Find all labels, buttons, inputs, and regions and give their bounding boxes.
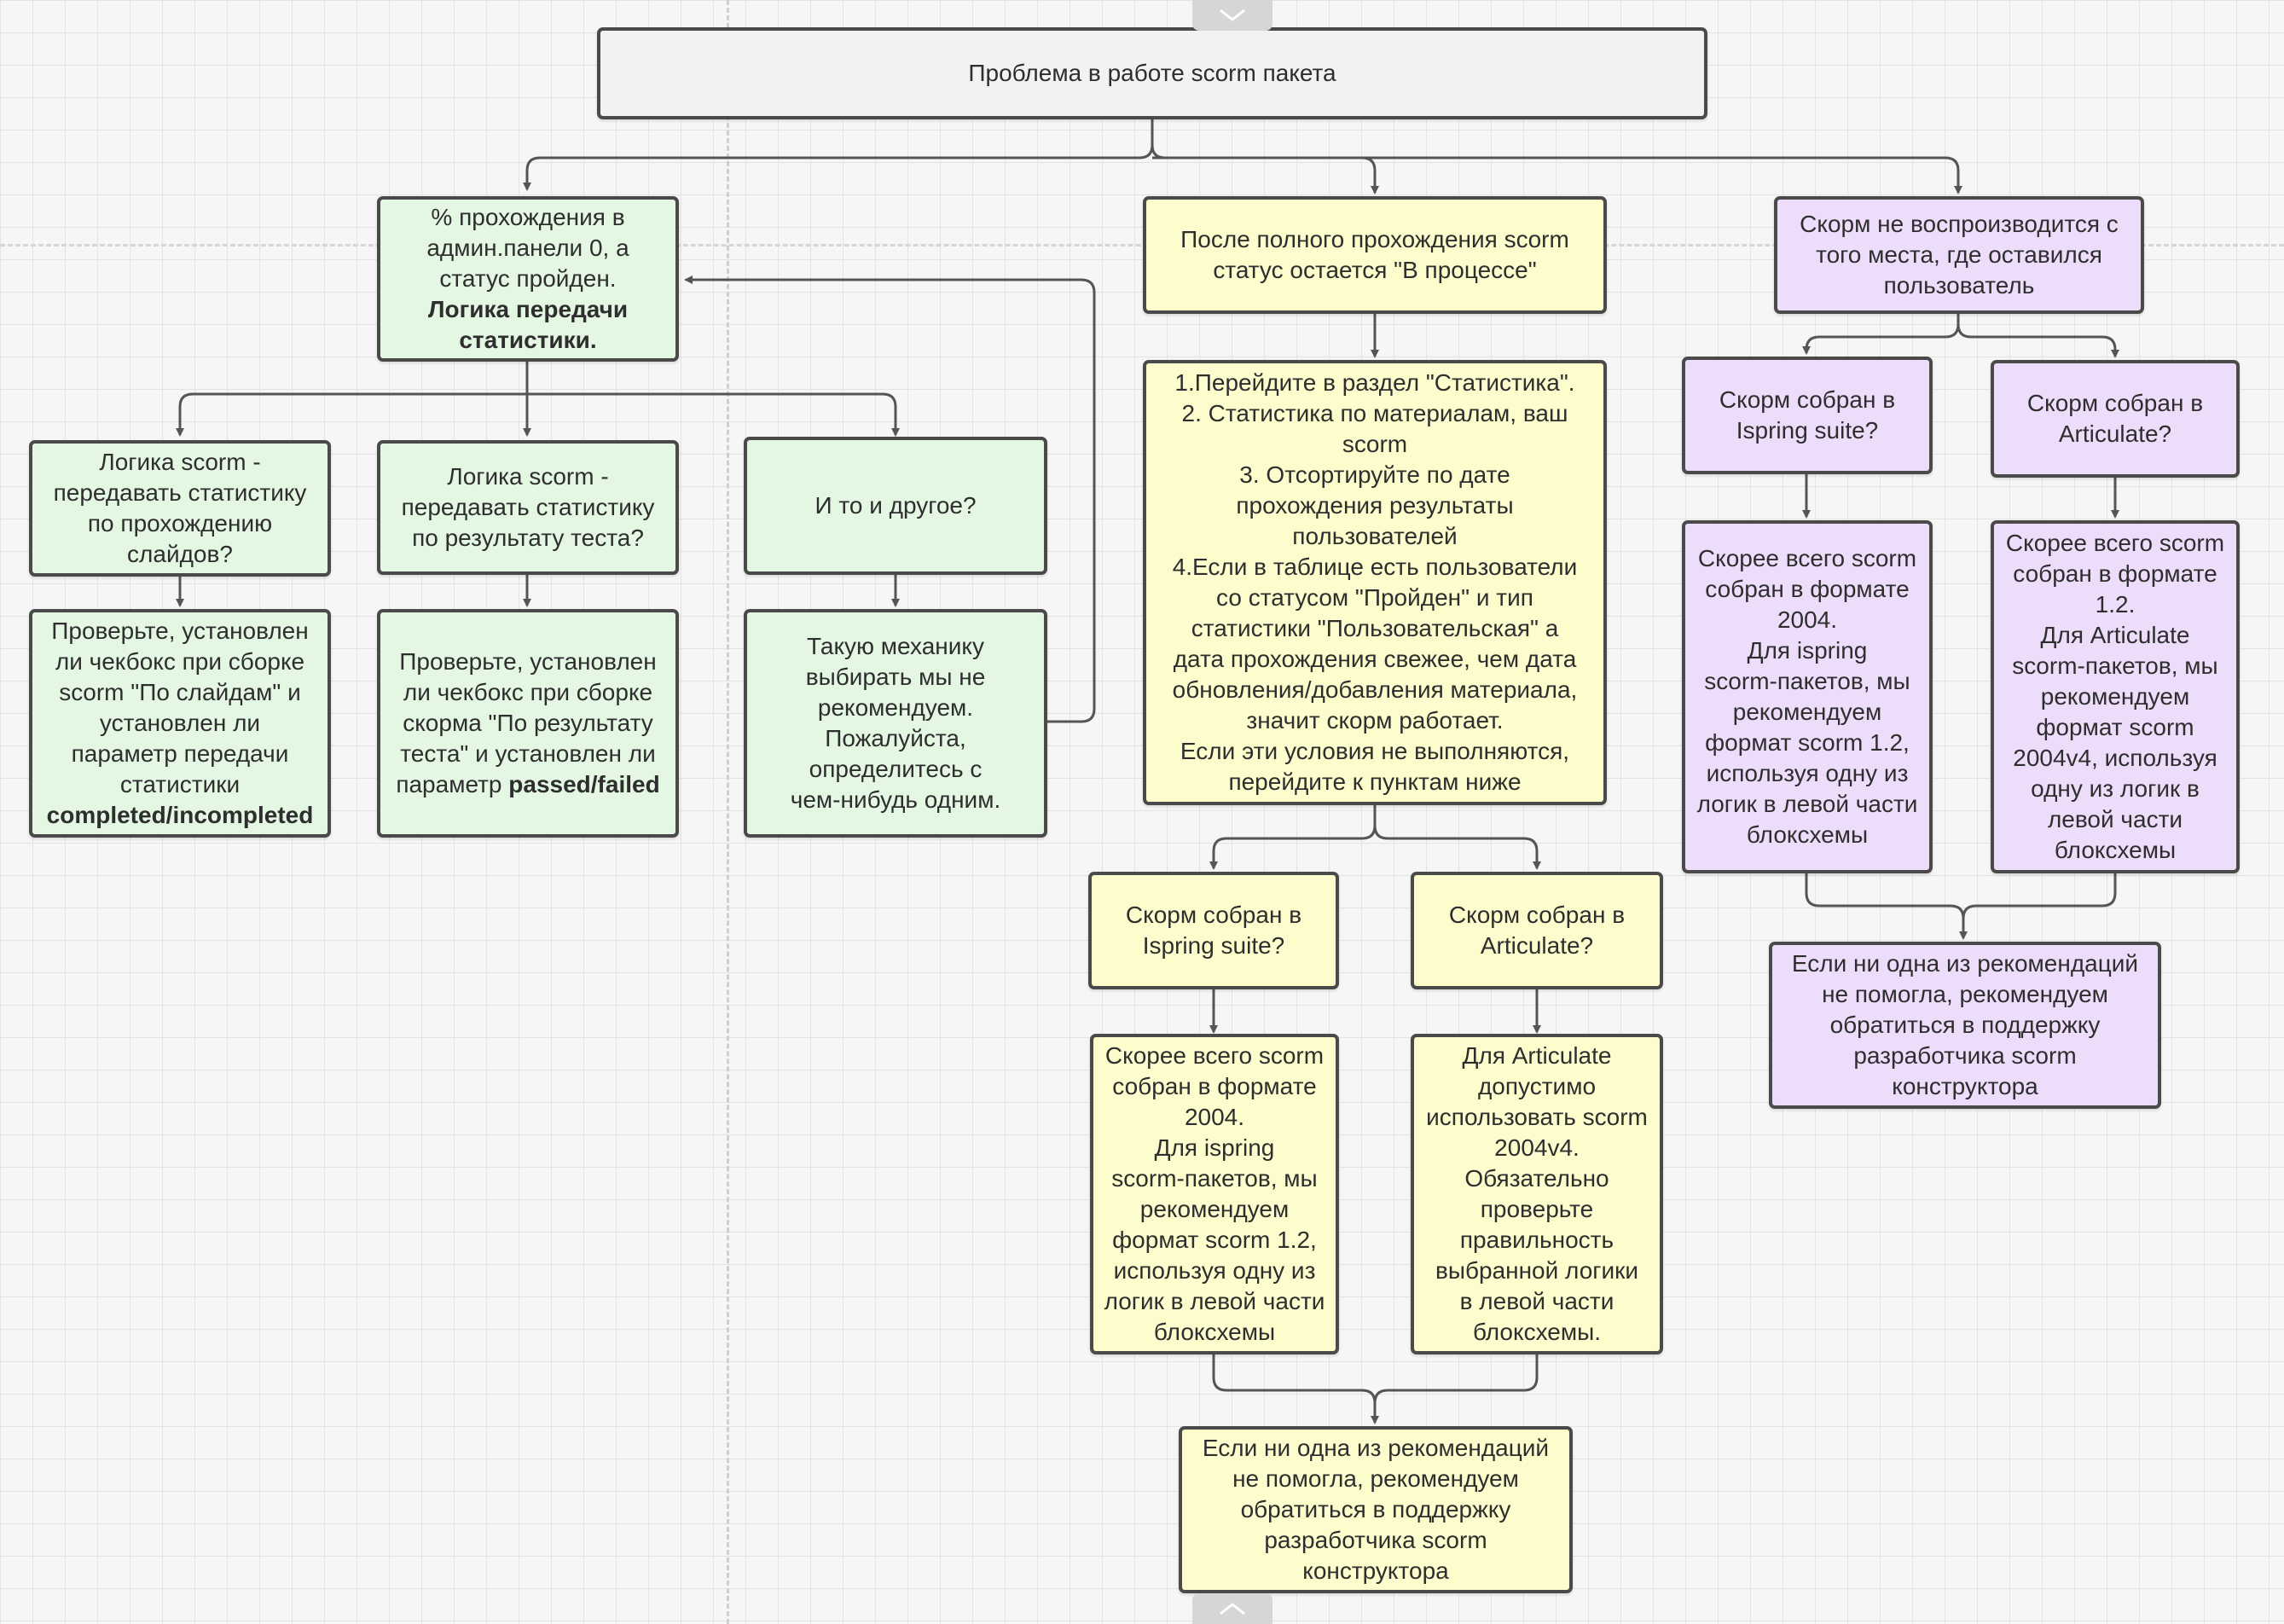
purple-articulate-question-text: Скорм собран в Articulate?	[2026, 390, 2204, 447]
green-both-answer-text: Такую механику выбирать мы не рекомендуе…	[790, 633, 1001, 813]
connector-purple-main-ispring	[1802, 314, 1960, 355]
yellow-ispring-question-node[interactable]: Скорм собран в Ispring suite?	[1088, 872, 1339, 989]
purple-articulate-answer-node[interactable]: Скорее всего scorm собран в формате 1.2.…	[1991, 520, 2240, 873]
green-slides-question-text: Логика scorm - передавать статистику по …	[53, 449, 307, 567]
green-both-answer-node[interactable]: Такую механику выбирать мы не рекомендуе…	[744, 609, 1047, 838]
purple-ispring-question-node[interactable]: Скорм собран в Ispring suite?	[1682, 357, 1933, 474]
scroll-down-tab[interactable]	[1192, 1593, 1272, 1624]
chevron-up-icon	[1220, 1603, 1245, 1615]
connector-root-green	[523, 119, 1154, 191]
yellow-ispring-question-text: Скорм собран в Ispring suite?	[1125, 902, 1302, 959]
yellow-ispring-answer-node[interactable]: Скорее всего scorm собран в формате 2004…	[1090, 1034, 1339, 1354]
yellow-main-node[interactable]: После полного прохождения scorm статус о…	[1143, 196, 1607, 314]
green-test-question-node[interactable]: Логика scorm - передавать статистику по …	[377, 440, 679, 575]
purple-ispring-answer-text: Скорее всего scorm собран в формате 2004…	[1696, 545, 1918, 848]
purple-articulate-question-node[interactable]: Скорм собран в Articulate?	[1991, 360, 2240, 478]
green-both-question-node[interactable]: И то и другое?	[744, 437, 1047, 575]
yellow-steps-node[interactable]: 1.Перейдите в раздел "Статистика". 2. Ст…	[1143, 360, 1607, 805]
chevron-down-icon	[1220, 9, 1245, 21]
green-slides-answer-bold: completed/incompleted	[46, 802, 314, 828]
purple-support-node[interactable]: Если ни одна из рекомендаций не помогла,…	[1769, 942, 2161, 1109]
purple-ispring-question-text: Скорм собран в Ispring suite?	[1719, 386, 1896, 444]
green-both-question-text: И то и другое?	[814, 492, 977, 519]
yellow-steps-text: 1.Перейдите в раздел "Статистика". 2. Ст…	[1172, 369, 1578, 795]
connector-green-main-slides	[176, 362, 529, 437]
purple-ispring-answer-node[interactable]: Скорее всего scorm собран в формате 2004…	[1682, 520, 1933, 873]
green-test-answer-bold: passed/failed	[508, 771, 660, 798]
connector-root-yellow	[1151, 119, 1379, 194]
green-test-answer-text: Проверьте, установлен ли чекбокс при сбо…	[396, 648, 657, 798]
scroll-up-tab[interactable]	[1192, 0, 1272, 31]
connector-purple-main-articulate	[1956, 314, 2119, 358]
green-test-question-text: Логика scorm - передавать статистику по …	[401, 463, 655, 551]
yellow-support-text: Если ни одна из рекомендаций не помогла,…	[1202, 1435, 1550, 1584]
green-slides-question-node[interactable]: Логика scorm - передавать статистику по …	[29, 440, 331, 577]
green-test-answer-node[interactable]: Проверьте, установлен ли чекбокс при сбо…	[377, 609, 679, 838]
connector-yellow-steps-ispring	[1209, 805, 1377, 870]
connector-root-purple	[1152, 156, 1962, 194]
connector-green-main-both	[527, 392, 900, 437]
green-main-node[interactable]: % прохождения в админ.панели 0, а статус…	[377, 196, 679, 362]
yellow-articulate-question-text: Скорм собран в Articulate?	[1448, 902, 1626, 959]
green-main-bold-text: Логика передачи статистики.	[427, 296, 629, 353]
yellow-ispring-answer-text: Скорее всего scorm собран в формате 2004…	[1104, 1042, 1325, 1345]
yellow-articulate-question-node[interactable]: Скорм собран в Articulate?	[1411, 872, 1663, 989]
connector-purple-articulate-support	[1962, 873, 2117, 919]
yellow-support-node[interactable]: Если ни одна из рекомендаций не помогла,…	[1179, 1426, 1573, 1593]
root-node[interactable]: Проблема в работе scorm пакета	[597, 27, 1707, 119]
green-main-text: % прохождения в админ.панели 0, а статус…	[426, 204, 629, 292]
connector-yellow-ispring-support	[1212, 1354, 1379, 1424]
purple-main-node[interactable]: Скорм не воспроизводится с того места, г…	[1774, 196, 2144, 314]
guide-line-horizontal	[0, 244, 2284, 246]
connector-yellow-articulate-support	[1373, 1354, 1539, 1404]
yellow-articulate-answer-node[interactable]: Для Articulate допустимо использовать sc…	[1411, 1034, 1663, 1354]
yellow-main-text: После полного прохождения scorm статус о…	[1180, 226, 1569, 283]
guide-line-vertical	[727, 0, 729, 1624]
green-slides-answer-node[interactable]: Проверьте, установлен ли чекбокс при сбо…	[29, 609, 331, 838]
yellow-articulate-answer-text: Для Articulate допустимо использовать sc…	[1426, 1042, 1648, 1345]
purple-articulate-answer-text: Скорее всего scorm собран в формате 1.2.…	[2005, 530, 2225, 863]
connector-purple-ispring-support	[1805, 873, 1968, 940]
green-slides-answer-text: Проверьте, установлен ли чекбокс при сбо…	[51, 618, 309, 798]
root-node-text: Проблема в работе scorm пакета	[968, 60, 1336, 86]
connector-yellow-steps-articulate	[1373, 805, 1541, 870]
purple-support-text: Если ни одна из рекомендаций не помогла,…	[1791, 950, 2139, 1099]
purple-main-text: Скорм не воспроизводится с того места, г…	[1800, 211, 2119, 299]
